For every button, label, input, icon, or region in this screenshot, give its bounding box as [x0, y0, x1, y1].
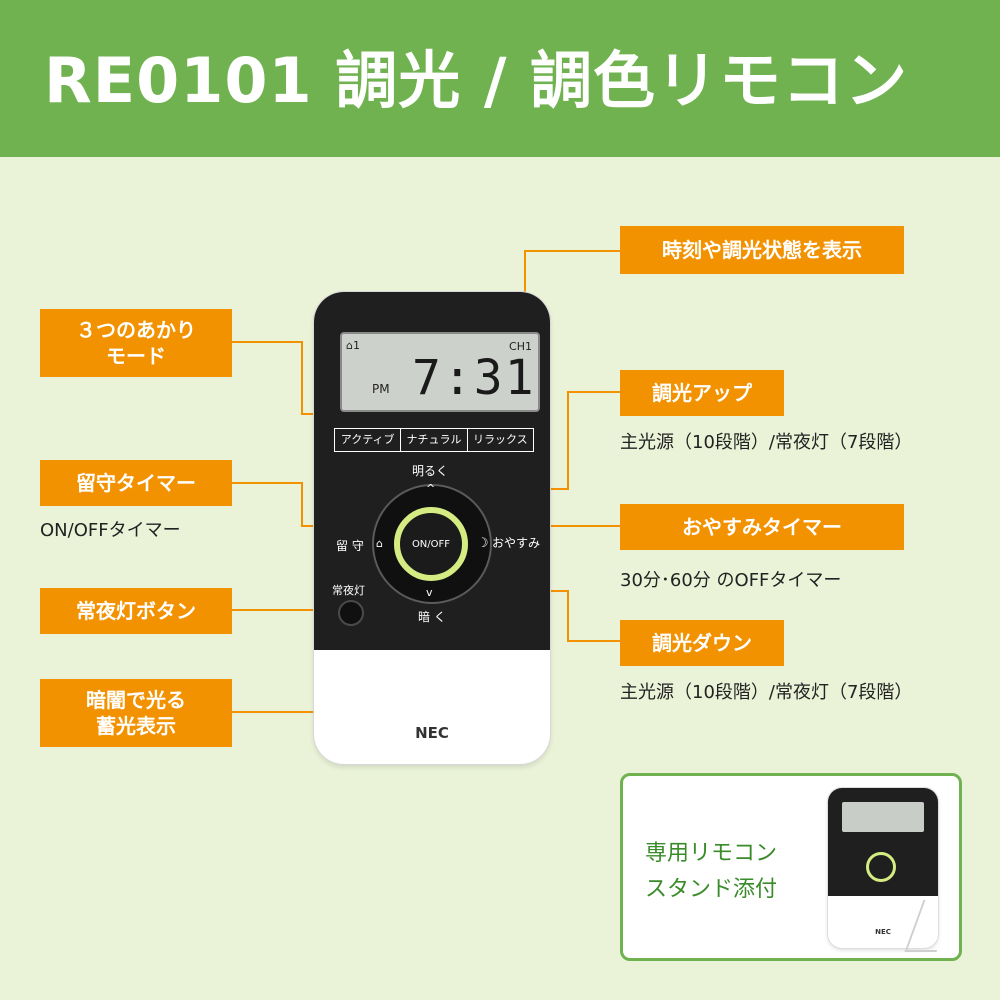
header-banner: RE0101 調光 / 調色リモコン [0, 0, 1000, 157]
moon-icon[interactable]: ☽ [477, 536, 489, 551]
callout-time-display-text: 時刻や調光状態を表示 [662, 238, 862, 262]
callout-glow-display: 暗闇で光る 蓄光表示 [40, 679, 232, 747]
callout-glow-line1: 暗闇で光る [86, 688, 186, 712]
mini-lcd [842, 802, 924, 832]
onoff-label: ON/OFF [411, 538, 451, 550]
away-timer-description: ON/OFFタイマー [40, 520, 181, 541]
stand-inset: 専用リモコン スタンド添付 NEC [620, 773, 962, 961]
callout-glow-line2: 蓄光表示 [96, 714, 176, 738]
remote-control: ⌂1 CH1 PM 7:31 アクティブ ナチュラル リラックス 明るく ^ v… [314, 292, 550, 764]
callout-three-modes-line2: モード [106, 344, 166, 368]
callout-three-modes: ３つのあかり モード [40, 309, 232, 377]
callout-three-modes-line1: ３つのあかり [76, 318, 196, 342]
callout-dim-down: 調光ダウン [620, 620, 784, 666]
sleep-timer-description: 30分･60分 のOFFタイマー [620, 570, 842, 591]
dark-label: 暗 く [418, 610, 446, 624]
stand-inset-text: 専用リモコン スタンド添付 [645, 836, 777, 908]
bright-label: 明るく [412, 464, 449, 478]
lcd-display: ⌂1 CH1 PM 7:31 [340, 332, 540, 412]
mode-button-active[interactable]: アクティブ [335, 429, 402, 451]
remote-face: ⌂1 CH1 PM 7:31 アクティブ ナチュラル リラックス 明るく ^ v… [314, 292, 550, 650]
mini-remote-face [828, 788, 938, 896]
callout-time-display: 時刻や調光状態を表示 [620, 226, 904, 274]
callout-away-timer: 留守タイマー [40, 460, 232, 506]
callout-night-light-button-text: 常夜灯ボタン [76, 599, 196, 623]
stand [904, 900, 956, 952]
lcd-mode-icon: ⌂1 [346, 339, 360, 352]
dim-up-description: 主光源（10段階）/常夜灯（7段階） [620, 432, 913, 453]
night-light-button[interactable] [338, 600, 364, 626]
brand-logo: NEC [415, 724, 449, 742]
callout-sleep-timer-text: おやすみタイマー [682, 515, 842, 539]
page-title: RE0101 調光 / 調色リモコン [44, 44, 909, 117]
away-icon[interactable]: ⌂ [376, 537, 383, 550]
dim-down-description: 主光源（10段階）/常夜灯（7段階） [620, 682, 913, 703]
mode-button-natural[interactable]: ナチュラル [401, 429, 468, 451]
callout-sleep-timer: おやすみタイマー [620, 504, 904, 550]
callout-night-light-button: 常夜灯ボタン [40, 588, 232, 634]
callout-dim-up-text: 調光アップ [652, 381, 752, 405]
callout-dim-up: 調光アップ [620, 370, 784, 416]
callout-dim-down-text: 調光ダウン [652, 631, 752, 655]
remote-on-stand-image: NEC [828, 788, 956, 952]
onoff-button[interactable]: ON/OFF [394, 507, 468, 581]
night-light-label: 常夜灯 [332, 584, 365, 597]
lcd-time: 7:31 [412, 350, 536, 406]
lcd-channel: CH1 [509, 340, 532, 353]
mini-brand-logo: NEC [875, 928, 891, 936]
callout-away-timer-text: 留守タイマー [76, 471, 196, 495]
mode-button-relax[interactable]: リラックス [472, 433, 528, 446]
lcd-ampm: PM [372, 382, 390, 396]
away-label: 留 守 [336, 539, 364, 553]
down-arrow-icon[interactable]: v [426, 586, 433, 599]
mini-onoff-ring [866, 852, 896, 882]
stand-inset-line1: 専用リモコン [645, 841, 778, 866]
up-arrow-icon[interactable]: ^ [426, 482, 436, 495]
sleep-label: おやすみ [492, 536, 541, 550]
mode-buttons: アクティブ ナチュラル リラックス [334, 428, 534, 452]
stand-inset-line2: スタンド添付 [645, 877, 778, 902]
